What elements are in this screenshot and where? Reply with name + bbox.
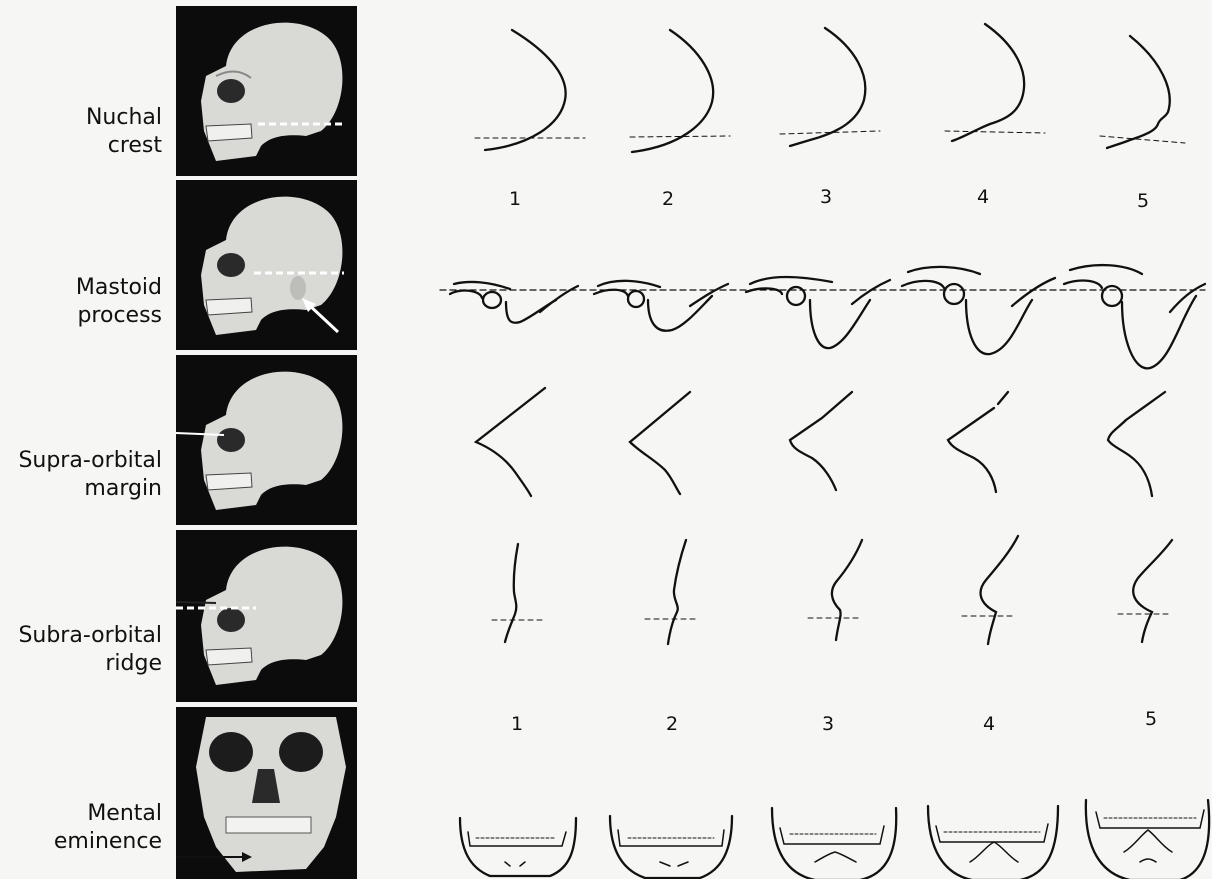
supra-orbital-margin-score-3 xyxy=(790,392,852,490)
subra-orbital-ridge-score-5 xyxy=(1118,540,1172,642)
nuchal-crest-score-2 xyxy=(630,30,730,152)
supra-orbital-margin-score-4 xyxy=(948,392,1008,492)
mental-eminence-score-2 xyxy=(610,816,732,878)
nuchal-crest-score-5 xyxy=(1100,36,1185,148)
nuchal-crest-score-4 xyxy=(945,24,1045,141)
subra-orbital-ridge-score-3 xyxy=(808,540,862,640)
mental-eminence-score-4 xyxy=(928,806,1058,879)
mastoid-process-score-4 xyxy=(902,267,1055,354)
subra-orbital-ridge-score-4 xyxy=(962,536,1018,644)
subra-orbital-ridge-score-2 xyxy=(645,540,698,644)
mastoid-process-score-3 xyxy=(746,277,890,348)
mental-eminence-score-5 xyxy=(1086,800,1209,879)
mastoid-process-score-5 xyxy=(1064,265,1205,368)
mental-eminence-score-1 xyxy=(460,818,576,876)
supra-orbital-margin-score-2 xyxy=(630,392,690,494)
mastoid-process-score-1 xyxy=(450,282,578,323)
supra-orbital-margin-score-5 xyxy=(1108,392,1165,496)
mental-eminence-score-3 xyxy=(772,808,896,879)
nuchal-crest-score-1 xyxy=(475,30,585,150)
supra-orbital-margin-score-1 xyxy=(476,388,545,496)
mastoid-process-score-2 xyxy=(594,281,728,331)
nuchal-crest-score-3 xyxy=(780,28,880,146)
subra-orbital-ridge-score-1 xyxy=(492,544,545,642)
